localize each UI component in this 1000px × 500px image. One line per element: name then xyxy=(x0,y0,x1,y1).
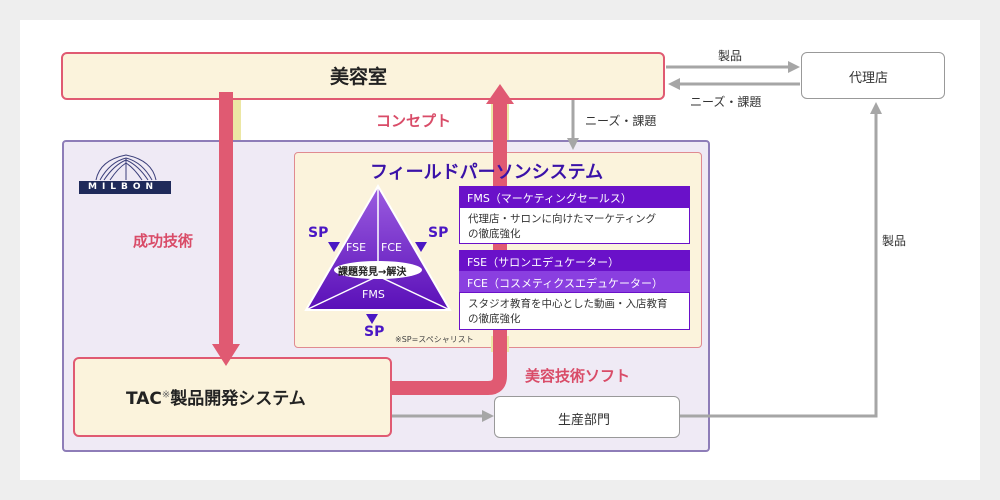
edge-needs-down-label: ニーズ・課題 xyxy=(585,114,657,128)
agency-box xyxy=(801,52,945,99)
production-box xyxy=(494,396,680,438)
tac-label: TAC※製品開発システム xyxy=(126,384,306,409)
needs-top-arrow xyxy=(668,78,800,90)
tac-mark: ※ xyxy=(161,389,171,401)
sp-left-label: SP xyxy=(308,225,329,241)
product-top-arrow xyxy=(666,61,800,73)
edge-product-right-label: 製品 xyxy=(882,234,907,248)
sp-bottom-label: SP xyxy=(364,324,385,340)
agency-label: 代理店 xyxy=(849,71,889,86)
tac-box xyxy=(73,357,392,437)
sp-right-marker xyxy=(415,242,427,252)
triangle-fce-label: FCE xyxy=(381,241,402,254)
beauty-salon-box xyxy=(61,52,665,100)
tac-to-production-arrow xyxy=(392,410,494,422)
field-system-title: フィールドパーソンシステム xyxy=(370,162,604,183)
sp-right-label: SP xyxy=(428,225,449,241)
edge-product-top-label: 製品 xyxy=(718,49,743,63)
sp-left-marker xyxy=(328,242,340,252)
sp-footnote: ※SP=スペシャリスト xyxy=(395,335,474,344)
fms-panel-body: 代理店・サロンに向けたマーケティング の徹底強化 xyxy=(459,207,690,244)
fce-panel-head: FCE（コスメティクスエデュケーター） xyxy=(459,271,690,292)
fms-panel-body-line2: の徹底強化 xyxy=(468,228,521,240)
tac-prefix: TAC xyxy=(126,389,162,409)
needs-down-arrow xyxy=(567,100,579,150)
concept-label: コンセプト xyxy=(376,112,452,130)
beauty-soft-label: 美容技術ソフト xyxy=(525,367,631,385)
fms-panel-body-line1: 代理店・サロンに向けたマーケティング xyxy=(468,213,657,225)
edu-panel-body-line1: スタジオ教育を中心とした動画・入店教育 xyxy=(468,298,668,310)
product-right-arrow xyxy=(680,102,882,418)
beauty-salon-label: 美容室 xyxy=(330,66,388,88)
milbon-logo xyxy=(79,154,171,194)
triangle-fms-label: FMS xyxy=(362,288,385,301)
edu-panel-body-line2: の徹底強化 xyxy=(468,313,521,325)
sp-bottom-marker xyxy=(366,314,378,324)
triangle-center-label: 課題発見→解決 xyxy=(338,267,407,278)
milbon-logo-text: MILBON xyxy=(88,182,159,192)
triangle-fse-label: FSE xyxy=(346,241,367,254)
fse-panel-head: FSE（サロンエデュケーター） xyxy=(459,250,690,271)
edge-needs-top-label: ニーズ・課題 xyxy=(690,95,762,109)
tac-suffix: 製品開発システム xyxy=(170,389,306,409)
edu-panel-body: スタジオ教育を中心とした動画・入店教育 の徹底強化 xyxy=(459,292,690,330)
production-label: 生産部門 xyxy=(558,413,611,428)
fms-triangle xyxy=(304,184,452,311)
success-technique-arrow xyxy=(212,92,240,366)
concept-arrow xyxy=(392,84,514,395)
fms-panel-head: FMS（マーケティングセールス） xyxy=(459,186,690,207)
success-technique-label: 成功技術 xyxy=(133,232,194,250)
